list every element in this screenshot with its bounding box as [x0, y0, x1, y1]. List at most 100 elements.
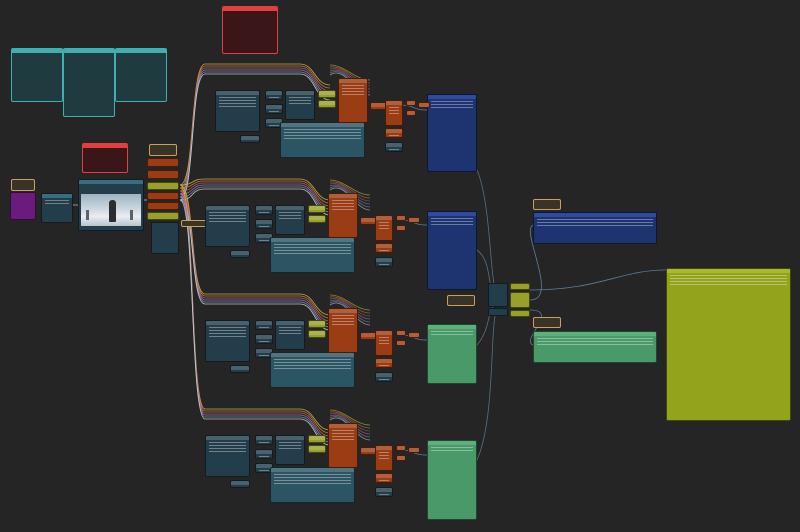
sampler-node[interactable]: [328, 193, 358, 238]
loader-node[interactable]: [255, 435, 273, 445]
settings-node[interactable]: [308, 205, 326, 213]
loader-node[interactable]: [240, 135, 260, 143]
conditioning-node[interactable]: [215, 90, 260, 132]
video-output-node[interactable]: [427, 440, 477, 520]
sampler-node[interactable]: [328, 308, 358, 353]
latent-preview-node[interactable]: [270, 467, 355, 503]
settings-node[interactable]: [318, 90, 336, 98]
combine-node[interactable]: [488, 283, 508, 307]
loader-node[interactable]: [230, 250, 250, 258]
settings-node[interactable]: [318, 100, 336, 108]
sampler-node[interactable]: [385, 100, 403, 126]
sampler-node[interactable]: [181, 220, 207, 227]
group-label[interactable]: [533, 317, 561, 328]
latent-preview-node[interactable]: [280, 122, 365, 158]
settings-node[interactable]: [510, 292, 530, 308]
note-node[interactable]: [63, 48, 115, 117]
sampler-node[interactable]: [147, 192, 179, 200]
sampler-node[interactable]: [406, 110, 416, 116]
sampler-node[interactable]: [147, 202, 179, 210]
settings-node[interactable]: [308, 320, 326, 328]
sampler-node[interactable]: [147, 170, 179, 179]
sampler-node[interactable]: [147, 158, 179, 167]
conditioning-node[interactable]: [205, 320, 250, 362]
note-node[interactable]: [11, 48, 63, 102]
combine-node[interactable]: [375, 372, 393, 382]
combine-node[interactable]: [385, 142, 403, 152]
sampler-node[interactable]: [385, 128, 403, 138]
settings-node[interactable]: [308, 330, 326, 338]
purple-input-node[interactable]: [10, 192, 36, 220]
combine-node[interactable]: [375, 487, 393, 497]
loader-node[interactable]: [41, 193, 73, 223]
settings-node[interactable]: [147, 212, 179, 220]
sampler-node[interactable]: [408, 332, 420, 338]
note-node[interactable]: [115, 48, 167, 102]
loader-node[interactable]: [230, 480, 250, 488]
video-output-node[interactable]: [533, 212, 657, 244]
settings-node[interactable]: [147, 182, 179, 190]
sampler-node[interactable]: [328, 423, 358, 468]
conditioning-node[interactable]: [275, 205, 305, 235]
settings-node[interactable]: [510, 283, 530, 290]
loader-node[interactable]: [265, 104, 283, 114]
sampler-node[interactable]: [406, 100, 416, 106]
loader-node[interactable]: [255, 334, 273, 344]
wire: [179, 178, 331, 201]
conditioning-node[interactable]: [275, 320, 305, 350]
conditioning-node[interactable]: [205, 435, 250, 477]
sampler-node[interactable]: [375, 358, 393, 368]
group-label[interactable]: [11, 179, 35, 191]
settings-node[interactable]: [308, 445, 326, 453]
video-output-node[interactable]: [427, 324, 477, 384]
sampler-node[interactable]: [375, 330, 393, 356]
sampler-node[interactable]: [375, 445, 393, 471]
sampler-node[interactable]: [375, 473, 393, 483]
video-output-node[interactable]: [533, 331, 657, 363]
wire: [179, 193, 331, 440]
warning-note-node[interactable]: [82, 143, 128, 173]
conditioning-node[interactable]: [205, 205, 250, 247]
sampler-node[interactable]: [396, 340, 406, 346]
image-icon: [81, 194, 141, 226]
loader-node[interactable]: [265, 90, 283, 100]
sampler-node[interactable]: [396, 225, 406, 231]
loader-node[interactable]: [255, 320, 273, 330]
sampler-node[interactable]: [375, 215, 393, 241]
warning-note-node[interactable]: [222, 6, 278, 54]
sampler-node[interactable]: [396, 455, 406, 461]
sampler-node[interactable]: [396, 445, 406, 451]
loader-node[interactable]: [255, 219, 273, 229]
combine-node[interactable]: [375, 257, 393, 267]
wire: [179, 182, 331, 207]
sampler-node[interactable]: [408, 217, 420, 223]
loader-node[interactable]: [255, 205, 273, 215]
wire: [476, 169, 496, 291]
group-label[interactable]: [533, 199, 561, 210]
conditioning-node[interactable]: [275, 435, 305, 465]
group-label[interactable]: [149, 144, 177, 156]
video-output-node[interactable]: [427, 94, 477, 172]
latent-preview-node[interactable]: [270, 352, 355, 388]
video-output-node[interactable]: [427, 211, 477, 290]
sampler-node[interactable]: [375, 243, 393, 253]
settings-node[interactable]: [510, 310, 530, 317]
loader-node[interactable]: [151, 222, 179, 254]
image-preview-node[interactable]: [78, 179, 144, 231]
loader-node[interactable]: [255, 449, 273, 459]
sampler-node[interactable]: [338, 78, 368, 123]
combine-node[interactable]: [488, 308, 508, 316]
settings-node[interactable]: [308, 435, 326, 443]
group-label[interactable]: [447, 295, 475, 306]
wire: [529, 269, 667, 291]
settings-node[interactable]: [308, 215, 326, 223]
loader-node[interactable]: [230, 365, 250, 373]
latent-preview-node[interactable]: [270, 237, 355, 273]
final-output-node[interactable]: [666, 268, 791, 421]
conditioning-node[interactable]: [285, 90, 315, 120]
sampler-node[interactable]: [408, 447, 420, 453]
sampler-node[interactable]: [418, 102, 430, 108]
sampler-node[interactable]: [396, 215, 406, 221]
sampler-node[interactable]: [396, 330, 406, 336]
